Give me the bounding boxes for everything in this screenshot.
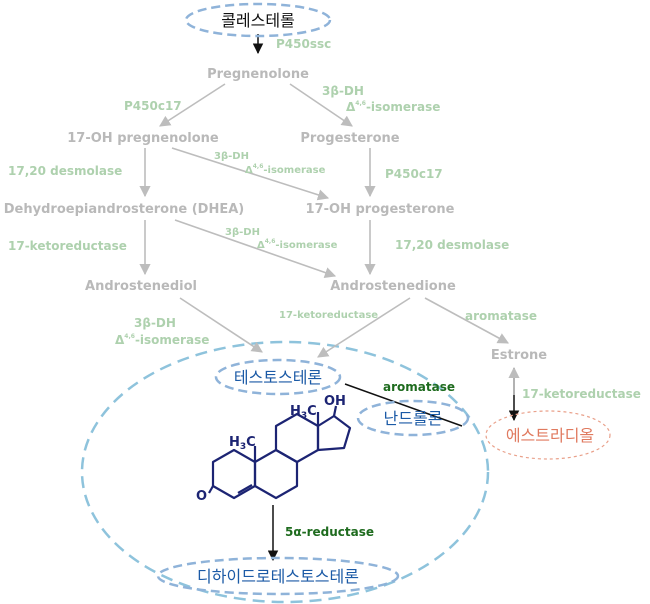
node-androstenediol: Androstenediol: [85, 279, 197, 294]
isomerase-delta: Δ: [245, 165, 253, 176]
node-nandrolone: 난드롤론: [384, 409, 443, 428]
methyl-h: H: [229, 435, 240, 450]
enzyme-desmolase-right: 17,20 desmolase: [395, 238, 509, 252]
isomerase-suffix: -isomerase: [135, 333, 209, 347]
enzyme-ketoreductase-mid: 17-ketoreductase: [279, 310, 378, 321]
enzyme-ketoreductase-right: 17-ketoreductase: [522, 387, 641, 401]
ring-d: [316, 414, 352, 452]
enzyme-5a-reductase: 5α-reductase: [285, 525, 374, 539]
isomerase-suffix: -isomerase: [366, 100, 440, 114]
arrow-testosterone-to-estradiol: [344, 383, 463, 427]
ketone-bond: [208, 485, 214, 494]
arrow-androstenediol-to-testosterone: [179, 297, 263, 353]
node-dht: 디하이드로테스토스테론: [197, 567, 359, 586]
hydroxyl-label: OH: [324, 394, 346, 409]
node-testosterone: 테스토스테론: [234, 368, 322, 387]
nandrolone-ellipse: [356, 399, 470, 437]
enzyme-aromatase-testosterone: aromatase: [383, 380, 455, 394]
enzyme-isomerase-mid2: Δ4,6-isomerase: [257, 238, 338, 251]
node-dhea: Dehydroepiandrosterone (DHEA): [4, 202, 244, 217]
isomerase-delta: Δ: [257, 240, 265, 251]
methyl-h: H: [290, 404, 301, 419]
isomerase-suffix: -isomerase: [263, 165, 325, 176]
node-progesterone: Progesterone: [300, 131, 399, 146]
node-cholesterol: 콜레스테롤: [221, 11, 295, 30]
enzyme-isomerase-mid1: Δ4,6-isomerase: [245, 163, 326, 176]
enzyme-isomerase-bottom: Δ4,6-isomerase: [115, 333, 209, 347]
arrow-preg-to-17ohpreg: [159, 83, 226, 127]
double-bond-ring-a: [237, 484, 253, 494]
methyl-sub: 3: [240, 442, 246, 452]
arrow-androstenedione-to-testosterone: [317, 297, 411, 358]
estradiol-ellipse: [485, 410, 611, 460]
node-androstenedione: Androstenedione: [330, 279, 456, 294]
methyl-sub: 3: [301, 411, 307, 421]
enzyme-p450c17-left: P450c17: [124, 99, 182, 113]
ketone-oxygen-label: O: [196, 489, 207, 504]
enzyme-aromatase-estrone: aromatase: [465, 309, 537, 323]
cholesterol-ellipse: [184, 2, 332, 38]
isomerase-delta: Δ: [115, 333, 125, 347]
testosterone-structure: [208, 405, 352, 500]
enzyme-3bdh-top: 3β-DH: [322, 84, 364, 98]
node-estradiol: 에스트라디올: [506, 426, 594, 445]
ring-a: [211, 448, 257, 500]
hydroxyl-bond: [332, 405, 338, 417]
ring-c: [274, 412, 320, 464]
arrow-androstenedione-to-estrone: [424, 297, 509, 344]
arrow-dhea-to-androstenedione: [174, 219, 337, 278]
enzyme-p450scc: P450ssc: [276, 37, 331, 51]
methyl-c: C: [307, 404, 317, 419]
isomerase-suffix: -isomerase: [275, 240, 337, 251]
enzyme-3bdh-mid1: 3β-DH: [214, 151, 249, 162]
pathway-arrows: [139, 83, 509, 358]
dht-ellipse: [156, 556, 400, 596]
node-estrone: Estrone: [491, 348, 547, 363]
androgen-region-outline: [80, 340, 490, 604]
reductase-number: 5: [285, 525, 293, 539]
enzyme-p450c17-right: P450c17: [385, 167, 443, 181]
node-17oh-progesterone: 17-OH progesterone: [306, 202, 455, 217]
testosterone-ellipse: [214, 358, 342, 396]
methyl-label-10: H3C: [229, 435, 256, 452]
node-17oh-pregnenolone: 17-OH pregnenolone: [67, 131, 219, 146]
enzyme-isomerase-top: Δ4,6-isomerase: [346, 100, 440, 114]
reductase-suffix: -reductase: [302, 525, 374, 539]
methyl-c: C: [246, 435, 256, 450]
enzyme-3bdh-mid2: 3β-DH: [225, 227, 260, 238]
isomerase-sup: 4,6: [355, 100, 366, 107]
arrow-preg-to-prog: [289, 83, 353, 127]
node-pregnenolone: Pregnenolone: [207, 67, 309, 82]
enzyme-3bdh-bottom: 3β-DH: [134, 316, 176, 330]
enzyme-ketoreductase-left: 17-ketoreductase: [8, 239, 127, 253]
reductase-alpha: α: [293, 525, 301, 539]
isomerase-sup: 4,6: [124, 333, 135, 340]
isomerase-delta: Δ: [346, 100, 356, 114]
methyl-label-13: H3C: [290, 404, 317, 421]
arrow-17ohpreg-to-17ohprog: [171, 147, 330, 201]
isomerase-sup: 4,6: [253, 163, 264, 170]
enzyme-desmolase-left: 17,20 desmolase: [8, 164, 122, 178]
isomerase-sup: 4,6: [265, 238, 276, 245]
